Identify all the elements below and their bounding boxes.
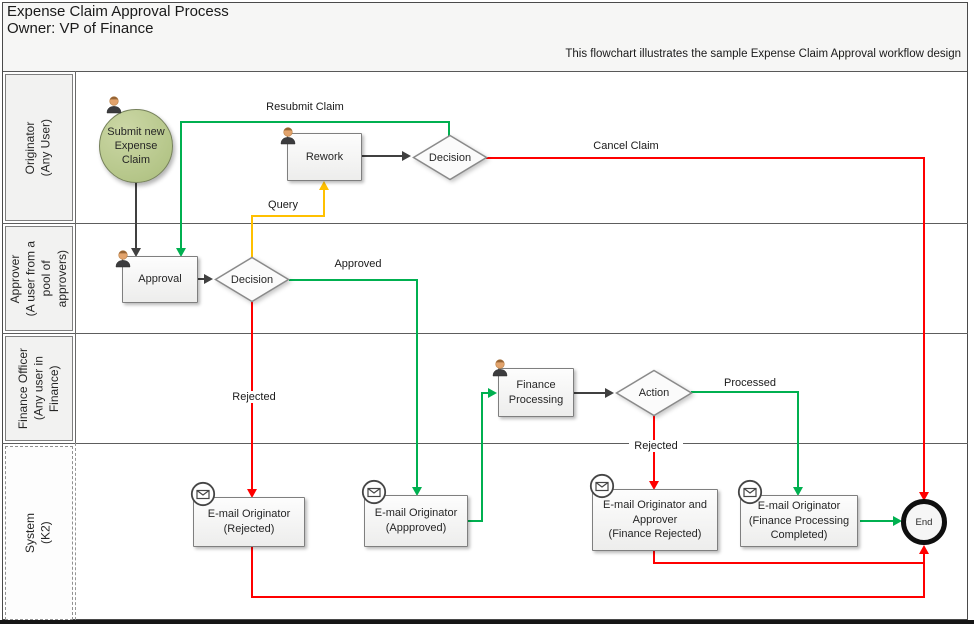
node-decision-approver: Decision (214, 256, 290, 303)
person-icon (113, 248, 133, 273)
edge-query-seg3 (323, 190, 325, 216)
edge-rework-decision (362, 155, 402, 157)
node-action-label: Action (638, 387, 670, 399)
lane-system-label: System (K2) (23, 512, 53, 553)
lane-divider-1 (2, 223, 968, 225)
lane-header-separator (75, 71, 76, 443)
edge-label-query: Query (268, 199, 298, 211)
lane-divider-3 (2, 443, 968, 445)
edge-approval-decision (198, 278, 205, 280)
node-decision-approver-label: Decision (230, 273, 274, 286)
arrowhead-cancel-end (919, 492, 929, 501)
edge-query-seg1 (251, 215, 253, 257)
edge-cancel-seg1 (486, 157, 925, 159)
email-icon (361, 479, 387, 510)
edge-finance-action (573, 392, 606, 394)
node-submit-new-expense-claim: Submit new Expense Claim (99, 109, 173, 183)
arrowhead-query (319, 181, 329, 190)
arrowhead-resubmit (176, 248, 186, 257)
arrowhead-rework-decision (402, 151, 411, 161)
page-title: Expense Claim Approval Process (7, 3, 229, 20)
edge-label-rejected-approval: Rejected (227, 391, 281, 403)
edge-query-seg2 (251, 215, 325, 217)
node-rework: Rework (287, 133, 362, 181)
lane-approver-label: Approver (A user from a pool of approver… (7, 240, 69, 317)
edge-approved-seg2 (416, 279, 418, 487)
edge-finrej-end-seg2 (653, 562, 925, 564)
lane-originator: Originator (Any User) (5, 74, 73, 221)
node-finance-processing: Finance Processing (498, 368, 574, 417)
edge-resubmit-seg2 (180, 121, 450, 123)
edge-bottom-end-riser (923, 554, 925, 598)
edge-completed-end (860, 520, 894, 522)
subtitle-bar: This flowchart illustrates the sample Ex… (2, 36, 968, 72)
node-email-originator-rejected: E-mail Originator (Rejected) (193, 497, 305, 547)
edge-processed-seg2 (797, 391, 799, 487)
arrowhead-finance-action (605, 388, 614, 398)
person-icon (490, 357, 510, 382)
edge-resubmit-seg3 (180, 121, 182, 248)
edge-approved-finance-seg2 (481, 392, 483, 522)
email-icon (190, 481, 216, 512)
arrowhead-completed-end (893, 516, 902, 526)
arrowhead-rejected2 (649, 481, 659, 490)
arrowhead-rejected1 (247, 489, 257, 498)
arrowhead-submit-approval (131, 248, 141, 257)
edge-rejected-end-seg1 (251, 547, 253, 598)
edge-label-rejected-finance: Rejected (629, 440, 683, 452)
edge-label-cancel-claim: Cancel Claim (593, 140, 659, 152)
lane-originator-label: Originator (Any User) (23, 118, 53, 177)
lane-approver: Approver (A user from a pool of approver… (5, 226, 73, 331)
edge-approved-finance-seg3 (481, 392, 489, 394)
arrowhead-bottom-end (919, 545, 929, 554)
node-email-originator-approved: E-mail Originator (Appproved) (364, 495, 468, 547)
node-decision-originator-label: Decision (428, 151, 472, 164)
edge-approved-seg1 (289, 279, 418, 281)
lane-finance-officer: Finance Officer (Any user in Finance) (5, 336, 73, 441)
arrowhead-approved-finance (488, 388, 497, 398)
edge-processed-seg1 (691, 391, 799, 393)
edge-label-resubmit-claim: Resubmit Claim (266, 101, 344, 113)
arrowhead-approval-decision (204, 274, 213, 284)
node-action: Action (615, 369, 693, 417)
node-approval: Approval (122, 256, 198, 303)
edge-finrej-end-seg1 (653, 551, 655, 564)
subtitle-text: This flowchart illustrates the sample Ex… (565, 47, 961, 60)
node-end: End (901, 499, 947, 545)
arrowhead-approved (412, 487, 422, 496)
lane-system: System (K2) (5, 446, 73, 620)
email-icon (589, 473, 615, 504)
lane-header-separator-dashed (75, 443, 76, 620)
lane-finance-officer-label: Finance Officer (Any user in Finance) (15, 347, 61, 430)
diagram-bottom-rule (0, 620, 974, 624)
email-icon (737, 479, 763, 510)
edge-label-processed: Processed (724, 377, 776, 389)
edge-rejected-end-seg2 (251, 596, 925, 598)
node-decision-originator: Decision (412, 134, 488, 181)
page-owner: Owner: VP of Finance (7, 20, 154, 37)
node-email-originator-finance-completed: E-mail Originator (Finance Processing Co… (740, 495, 858, 547)
diagram-border (2, 2, 968, 620)
title-bar: Expense Claim Approval Process Owner: VP… (2, 2, 968, 37)
lane-divider-2 (2, 333, 968, 335)
person-icon (278, 125, 298, 150)
edge-approved-finance-seg1 (468, 520, 483, 522)
node-email-originator-approver-finance-rejected: E-mail Originator and Approver (Finance … (592, 489, 718, 551)
edge-cancel-seg2 (923, 157, 925, 492)
edge-label-approved: Approved (334, 258, 382, 270)
edge-submit-approval (135, 183, 137, 248)
edge-resubmit-seg1 (448, 122, 450, 136)
arrowhead-processed (793, 487, 803, 496)
person-icon (104, 94, 124, 119)
